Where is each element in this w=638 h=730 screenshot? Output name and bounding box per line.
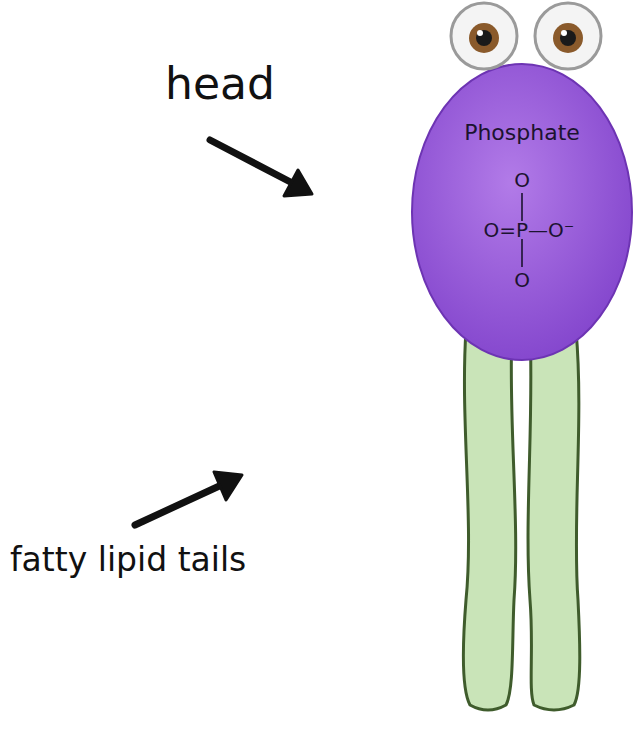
pupil <box>560 30 576 46</box>
part-label: head <box>165 58 275 109</box>
pointer-arrow <box>210 140 300 187</box>
arrow-head <box>214 472 242 500</box>
lipid-tail <box>528 330 580 710</box>
iris <box>553 23 583 53</box>
eye-glint <box>561 30 567 36</box>
iris <box>469 23 499 53</box>
head-title: Phosphate <box>464 120 580 145</box>
eye-glint <box>477 30 483 36</box>
bond-line <box>521 239 523 267</box>
part-label: fatty lipid tails <box>10 540 246 579</box>
eye <box>535 3 601 69</box>
pointer-arrow <box>135 482 228 525</box>
eye <box>451 3 517 69</box>
phosphate-head: PhosphateO O=P—O⁻ O <box>404 0 636 366</box>
formula-text: O <box>514 168 530 192</box>
formula-text: O=P—O⁻ <box>483 218 574 242</box>
arrow-head <box>284 170 312 196</box>
formula-text: O <box>514 268 530 292</box>
bond-line <box>521 193 523 221</box>
lipid-tail <box>463 330 515 710</box>
pupil <box>476 30 492 46</box>
head-ellipse <box>412 64 632 360</box>
